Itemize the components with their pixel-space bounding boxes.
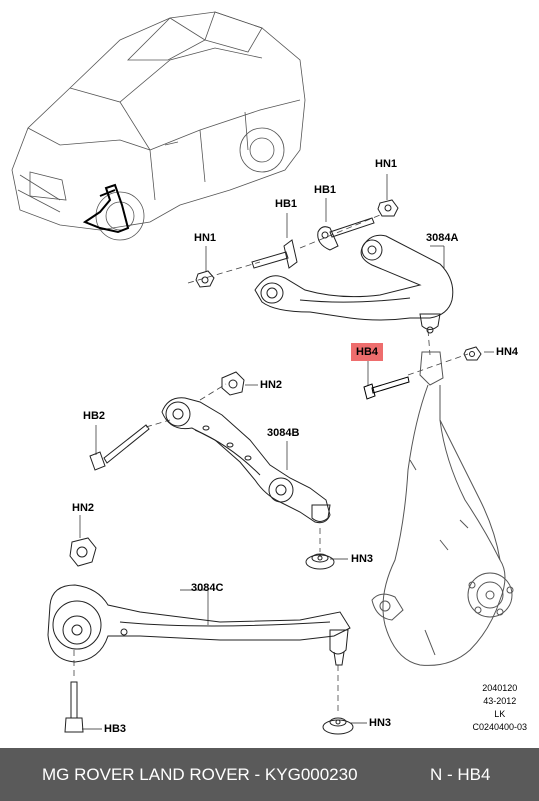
leader-lines (79, 174, 494, 730)
label-hn1-top: HN1 (375, 158, 398, 170)
upper-control-arm-3084a (254, 234, 454, 334)
label-hn4: HN4 (496, 346, 519, 358)
footer-catalog-title: MG ROVER LAND ROVER - KYG000230 (42, 764, 358, 784)
label-hn2-left: HN2 (72, 502, 95, 514)
label-3084c: 3084C (191, 582, 224, 594)
assembly-lines (73, 214, 469, 712)
label-hb1-left: HB1 (275, 198, 298, 210)
exploded-parts-diagram (11, 11, 514, 735)
hn2-bracket-left (69, 537, 97, 567)
label-hb2: HB2 (83, 410, 106, 422)
lower-control-arm-3084c (47, 584, 351, 666)
label-hb4-highlighted: HB4 (351, 343, 384, 361)
label-hb3: HB3 (104, 723, 127, 735)
label-hn1-left: HN1 (194, 232, 217, 244)
label-3084a: 3084A (426, 232, 459, 244)
hn3-nut-bottom (322, 717, 354, 735)
lower-control-arm-3084b (161, 397, 331, 524)
hn3-nut-mid (305, 553, 335, 570)
label-hn2-mid: HN2 (260, 379, 283, 391)
reference-line-3: LK (494, 709, 506, 719)
reference-line-1: 2040120 (482, 683, 518, 693)
reference-code-block: 2040120 43-2012 LK C0240400-03 (472, 682, 527, 734)
hn2-nut-mid (221, 371, 245, 396)
hb1-bolt-left (251, 239, 298, 269)
reference-line-4: C0240400-03 (472, 722, 527, 732)
label-hn3-bottom: HN3 (369, 717, 392, 729)
vehicle-illustration (11, 11, 306, 241)
suspension-highlight-in-vehicle (82, 183, 130, 234)
reference-line-2: 43-2012 (483, 696, 517, 706)
steering-knuckle (371, 351, 514, 666)
hb1-bolt-right (317, 217, 375, 251)
label-hn3-mid: HN3 (351, 553, 374, 565)
hn4-nut (463, 346, 482, 361)
hn1-nut-top (377, 199, 399, 217)
hb4-bolt (363, 376, 410, 400)
label-3084b: 3084B (267, 427, 300, 439)
footer-bar: MG ROVER LAND ROVER - KYG000230 N - HB4 (0, 748, 539, 801)
footer-part-code: N - HB4 (430, 764, 491, 784)
hn1-nut-left (195, 270, 215, 288)
hb3-bolt (64, 681, 84, 733)
label-hb1-right: HB1 (314, 184, 337, 196)
hb2-bolt (89, 424, 150, 471)
